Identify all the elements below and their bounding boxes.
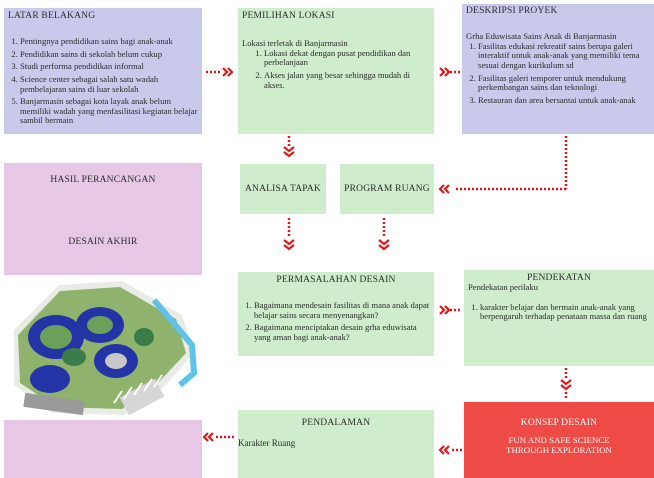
list-item: Bagaimana mendesain fasilitas di mana an…	[254, 300, 430, 320]
hasil-perancangan-title: HASIL PERANCANGAN	[50, 175, 156, 185]
pemilihan-lokasi-list: Lokasi dekat dengan pusat pendidikan dan…	[242, 48, 430, 91]
pendalaman-text: Karakter Ruang	[238, 438, 296, 448]
arrow-deskripsi-to-program	[438, 136, 568, 195]
arrow-permasalahan-to-pendekatan	[438, 304, 462, 316]
pendalaman-box: PENDALAMAN Karakter Ruang	[238, 410, 434, 478]
list-item: Akses jalan yang besar sehingga mudah di…	[264, 70, 430, 90]
analisa-tapak-box: ANALISA TAPAK	[240, 164, 326, 214]
list-item: Restauran dan area bersantai untuk anak-…	[478, 95, 650, 106]
site-plan-image	[4, 275, 202, 420]
list-item: Bagaimana menciptakan desain grha eduwis…	[254, 322, 430, 342]
konsep-desain-box: KONSEP DESAIN FUN AND SAFE SCIENCE THROU…	[464, 402, 654, 478]
konsep-desain-line1: FUN AND SAFE SCIENCE	[508, 435, 610, 445]
latar-belakang-box: LATAR BELAKANG Pentingnya pendidikan sai…	[4, 8, 202, 134]
konsep-desain-title: KONSEP DESAIN	[520, 418, 598, 428]
arrow-latar-to-lokasi	[206, 66, 234, 78]
arrow-lokasi-to-analisa	[282, 136, 296, 158]
permasalahan-desain-box: PERMASALAHAN DESAIN Bagaimana mendesain …	[238, 272, 434, 356]
deskripsi-proyek-intro: Grha Eduwisata Sains Anak di Banjarmasin	[466, 31, 617, 41]
list-item: karakter belajar dan bermain anak-anak y…	[480, 302, 650, 322]
pemilihan-lokasi-intro: Lokasi terletak di Banjarmasin	[242, 38, 348, 48]
pendekatan-intro: Pendekatan perilaku	[468, 282, 538, 292]
list-item: Science center sebagai salah satu wadah …	[20, 74, 198, 94]
arrow-pendekatan-to-konsep	[559, 368, 573, 400]
list-item: Studi performa pendidikan informal	[20, 62, 198, 72]
list-item: Lokasi dekat dengan pusat pendidikan dan…	[264, 48, 430, 68]
analisa-tapak-title: ANALISA TAPAK	[244, 184, 321, 194]
hasil-perancangan-box: HASIL PERANCANGAN DESAIN AKHIR	[4, 163, 202, 478]
permasalahan-desain-title: PERMASALAHAN DESAIN	[276, 275, 396, 285]
latar-belakang-list: Pentingnya pendidikan sains bagi anak-an…	[8, 36, 198, 126]
pendekatan-box: PENDEKATAN Pendekatan perilaku karakter …	[464, 270, 654, 366]
arrow-pendalaman-to-hasil	[202, 431, 236, 443]
pendalaman-title: PENDALAMAN	[301, 418, 371, 428]
arrow-konsep-to-pendalaman	[438, 444, 462, 456]
arrow-lokasi-to-deskripsi	[438, 66, 460, 78]
latar-belakang-title: LATAR BELAKANG	[8, 11, 96, 21]
pendekatan-title: PENDEKATAN	[526, 273, 592, 283]
list-item: Banjarmasin sebagai kota layak anak belu…	[20, 96, 198, 126]
pemilihan-lokasi-title: PEMILIHAN LOKASI	[242, 11, 335, 21]
pemilihan-lokasi-box: PEMILIHAN LOKASI Lokasi terletak di Banj…	[238, 8, 434, 134]
list-item: Pentingnya pendidikan sains bagi anak-an…	[20, 36, 198, 47]
deskripsi-proyek-box: DESKRIPSI PROYEK Grha Eduwisata Sains An…	[462, 4, 654, 134]
program-ruang-box: PROGRAM RUANG	[340, 164, 434, 214]
pendekatan-list: karakter belajar dan bermain anak-anak y…	[468, 302, 650, 322]
deskripsi-proyek-list: Fasilitas edukasi rekreatif sains berupa…	[466, 41, 650, 106]
arrow-program-to-permasalahan	[377, 218, 391, 251]
program-ruang-title: PROGRAM RUANG	[344, 184, 430, 194]
list-item: Fasilitas edukasi rekreatif sains berupa…	[478, 41, 650, 71]
arrow-analisa-to-permasalahan	[282, 218, 296, 251]
desain-akhir-label: DESAIN AKHIR	[68, 237, 138, 247]
list-item: Fasilitas galeri temporer untuk mendukun…	[478, 73, 650, 93]
deskripsi-proyek-title: DESKRIPSI PROYEK	[466, 6, 558, 16]
permasalahan-desain-list: Bagaimana mendesain fasilitas di mana an…	[242, 300, 430, 343]
konsep-desain-line2: THROUGH EXPLORATION	[506, 444, 612, 455]
list-item: Pendidikan sains di sekolah belum cukup	[20, 49, 198, 60]
